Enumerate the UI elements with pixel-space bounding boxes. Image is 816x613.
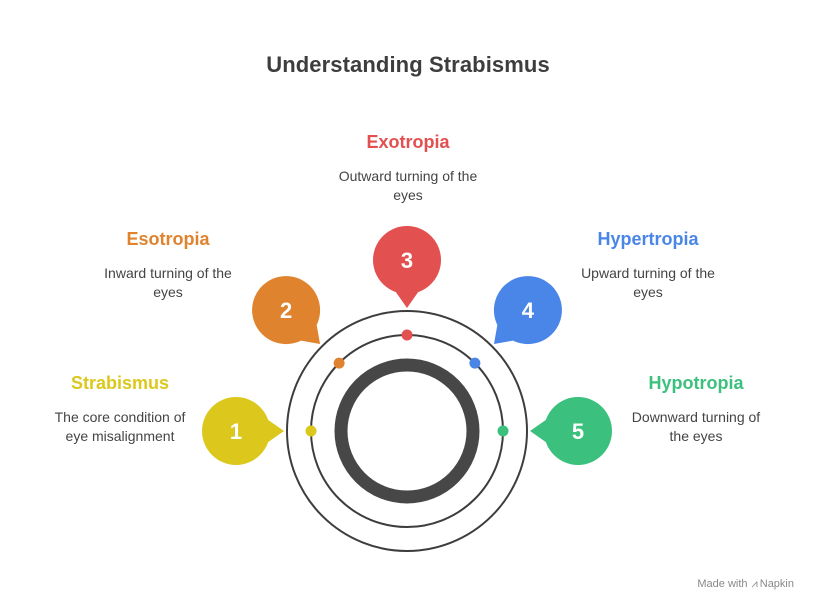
item-description-5: Downward turning of the eyes (631, 409, 761, 444)
ring-dot-1 (305, 425, 317, 437)
ring-dot-2 (333, 357, 345, 369)
badge-number-5: 5 (572, 419, 584, 444)
badge-4: 4 (493, 276, 562, 345)
napkin-watermark: Made with⩘Napkin (697, 578, 794, 591)
badge-number-2: 2 (280, 298, 292, 323)
badge-number-1: 1 (230, 419, 242, 444)
badge-number-3: 3 (401, 248, 413, 273)
badge-3: 3 (373, 226, 441, 308)
ring-dot-5 (497, 425, 509, 437)
badge-circle-4 (493, 276, 562, 345)
item-title-2: Esotropia (126, 229, 210, 249)
page-title: Understanding Strabismus (266, 52, 550, 77)
core-ring (334, 358, 480, 504)
badge-circle-3 (373, 226, 441, 294)
napkin-logo-icon: ⩘ (751, 578, 758, 590)
item-title-1: Strabismus (70, 373, 170, 393)
ring-dot-3 (401, 329, 413, 341)
badge-1: 1 (202, 397, 284, 465)
item-title-5: Hypotropia (648, 373, 744, 393)
item-description-1: The core condition of eye misalignment (54, 409, 186, 444)
item-title-4: Hypertropia (597, 229, 699, 249)
badge-2: 2 (252, 276, 321, 345)
item-description-3: Outward turning of the eyes (338, 168, 478, 203)
ring-dot-4 (469, 357, 481, 369)
item-description-4: Upward turning of the eyes (581, 265, 715, 300)
watermark-brand: Napkin (759, 578, 794, 590)
badge-5: 5 (530, 397, 612, 465)
badge-circle-5 (544, 397, 612, 465)
item-title-3: Exotropia (366, 132, 450, 152)
outer-ring (286, 310, 528, 552)
badge-circle-1 (202, 397, 270, 465)
badge-number-4: 4 (522, 298, 535, 323)
item-description-2: Inward turning of the eyes (104, 265, 232, 300)
watermark-prefix: Made with (697, 578, 748, 590)
badge-circle-2 (252, 276, 321, 345)
